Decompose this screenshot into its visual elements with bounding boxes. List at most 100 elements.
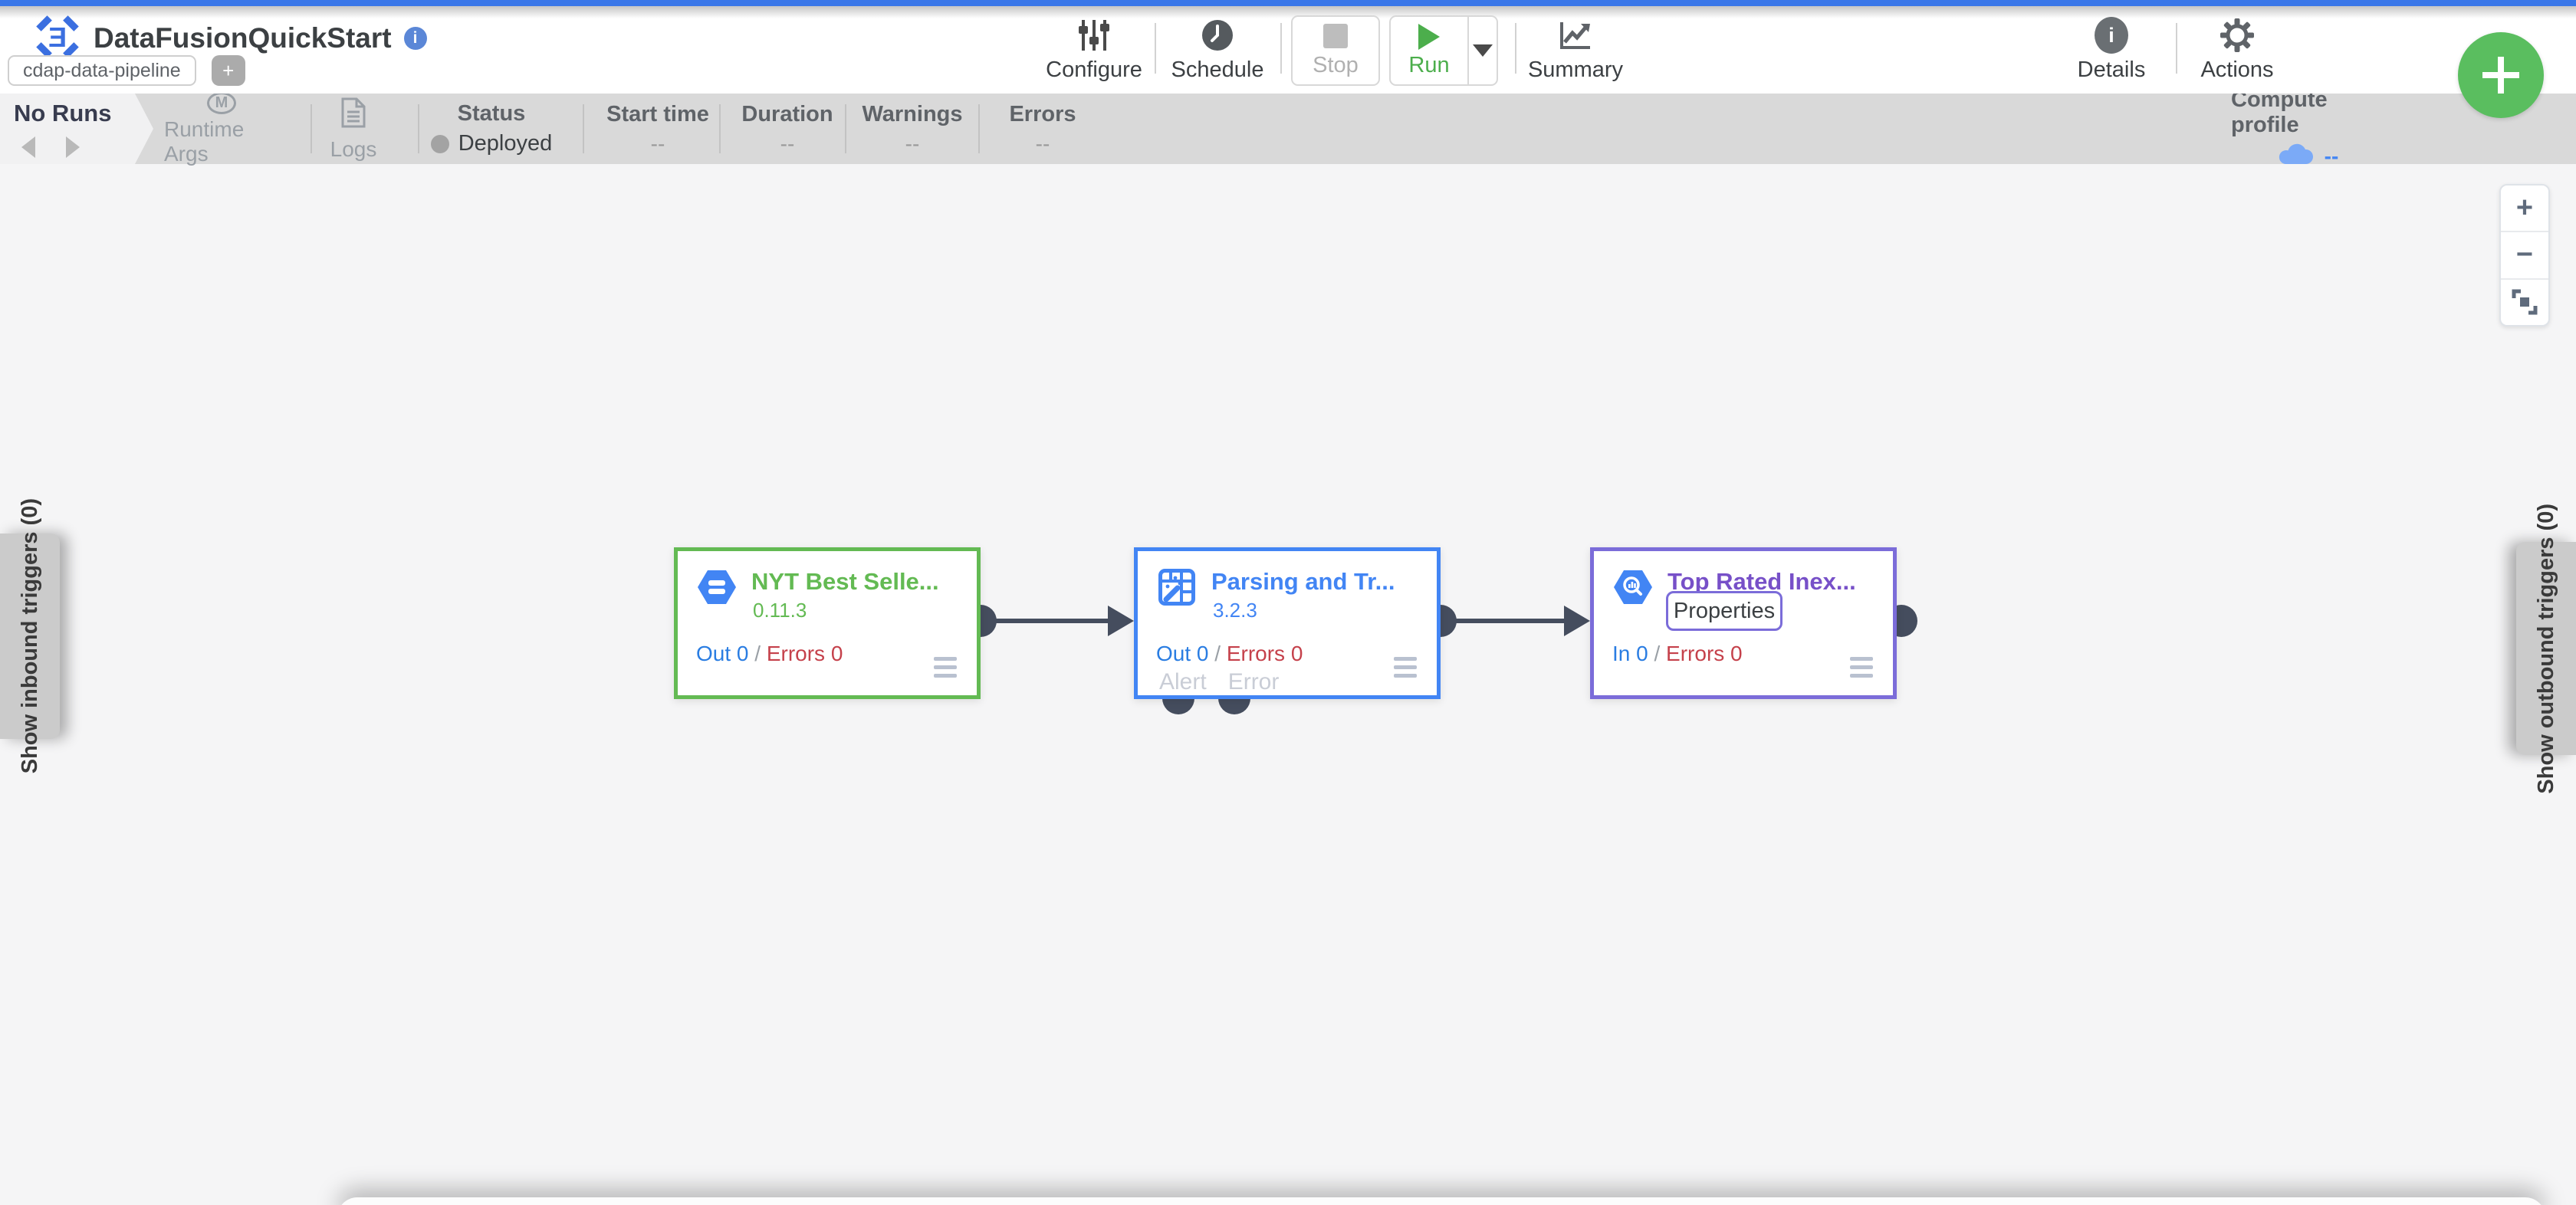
node-title: NYT Best Selle...	[751, 568, 939, 595]
port-labels: Alert Error	[1159, 669, 1279, 695]
node-metrics: Out 0 / Errors 0	[1156, 642, 1303, 665]
run-selector: No Runs	[0, 94, 153, 164]
summary-label: Summary	[1527, 57, 1624, 82]
gear-icon	[2220, 17, 2254, 54]
status-divider	[310, 104, 312, 153]
details-label: Details	[2077, 57, 2146, 82]
warnings-value: --	[905, 131, 920, 156]
add-tag-button[interactable]: +	[211, 55, 245, 86]
alert-port-label: Alert	[1159, 669, 1207, 694]
node-title: Top Rated Inex...	[1668, 568, 1856, 595]
node-transform[interactable]: Parsing and Tr... 3.2.3 Out 0 / Errors 0…	[1134, 547, 1441, 699]
node-title: Parsing and Tr...	[1211, 568, 1395, 595]
compute-profile-field[interactable]: Compute profile --	[2231, 87, 2384, 169]
warnings-label: Warnings	[862, 101, 963, 126]
node-metrics: In 0 / Errors 0	[1612, 642, 1743, 665]
errors-metric[interactable]: Errors 0	[766, 642, 843, 665]
in-metric[interactable]: In 0	[1612, 642, 1648, 665]
configure-label: Configure	[1046, 57, 1142, 82]
toolbar-divider	[2176, 23, 2177, 74]
chevron-down-icon	[1473, 44, 1493, 57]
logs-button[interactable]: Logs	[296, 94, 411, 164]
errors-metric[interactable]: Errors 0	[1226, 642, 1303, 665]
zoom-out-button[interactable]: −	[2501, 231, 2548, 277]
status-value: Deployed	[458, 131, 553, 156]
node-metrics: Out 0 / Errors 0	[696, 642, 843, 665]
status-divider	[418, 104, 419, 153]
toolbar-divider	[1515, 23, 1516, 74]
inbound-triggers-tab[interactable]: Show inbound triggers (0)	[0, 498, 60, 774]
actions-button[interactable]: Actions	[2180, 17, 2295, 83]
run-options-dropdown[interactable]	[1467, 17, 1497, 84]
fit-to-screen-button[interactable]	[2501, 277, 2548, 325]
cdap-logo-icon: Ǝ	[34, 13, 81, 64]
cloud-icon	[2277, 143, 2314, 171]
status-bar: No Runs M Runtime Args Logs Status	[0, 87, 2576, 169]
status-field: Status Deployed	[430, 94, 552, 164]
top-accent-bar	[0, 0, 2576, 6]
duration-value: --	[780, 131, 795, 156]
wrangler-icon	[1158, 568, 1196, 610]
play-icon	[1418, 23, 1440, 50]
duration-field: Duration --	[730, 94, 845, 164]
inbound-triggers-label: Show inbound triggers (0)	[17, 498, 42, 774]
node-menu-icon[interactable]	[1394, 657, 1417, 678]
add-entity-fab[interactable]	[2458, 32, 2544, 118]
runtime-args-button[interactable]: M Runtime Args	[164, 91, 279, 166]
node-source[interactable]: NYT Best Selle... 0.11.3 Out 0 / Errors …	[674, 547, 981, 699]
summary-button[interactable]: Summary	[1518, 17, 1633, 83]
node-menu-icon[interactable]	[934, 657, 957, 678]
bigquery-hexagon-icon	[1614, 568, 1652, 610]
previous-run-icon[interactable]	[21, 136, 35, 158]
status-divider	[978, 104, 980, 153]
outbound-triggers-tab[interactable]: Show outbound triggers (0)	[2516, 504, 2576, 793]
schedule-label: Schedule	[1171, 57, 1264, 82]
run-nav	[21, 136, 80, 158]
zoom-in-button[interactable]: +	[2515, 192, 2534, 225]
pipeline-type-tag: cdap-data-pipeline	[8, 55, 196, 86]
info-icon: i	[2095, 17, 2128, 54]
start-time-value: --	[650, 131, 665, 156]
outbound-triggers-label: Show outbound triggers (0)	[2533, 503, 2558, 794]
logs-label: Logs	[330, 136, 377, 161]
source-hexagon-icon	[698, 568, 736, 610]
compute-profile-label: Compute profile	[2231, 87, 2328, 137]
status-dot-icon	[430, 134, 449, 153]
stop-button[interactable]: Stop	[1291, 15, 1380, 86]
node-menu-icon[interactable]	[1850, 657, 1873, 678]
sliders-icon	[1076, 17, 1112, 54]
duration-label: Duration	[741, 101, 833, 126]
error-port-label: Error	[1227, 669, 1280, 694]
pipeline-info-icon[interactable]: i	[403, 27, 427, 50]
status-divider	[719, 104, 721, 153]
out-metric[interactable]: Out 0	[1156, 642, 1209, 665]
properties-button[interactable]: Properties	[1666, 591, 1783, 631]
next-run-icon[interactable]	[66, 136, 80, 158]
status-divider	[845, 104, 846, 153]
actions-label: Actions	[2200, 57, 2274, 82]
errors-field: Errors --	[985, 94, 1100, 164]
brand: Ǝ DataFusionQuickStart i	[34, 15, 427, 61]
configure-button[interactable]: Configure	[1037, 17, 1152, 83]
details-button[interactable]: i Details	[2054, 17, 2169, 83]
bottom-panel-edge[interactable]	[337, 1197, 2545, 1205]
run-label: Run	[1408, 52, 1450, 77]
edge-transform-to-sink	[1441, 619, 1568, 623]
node-version: 3.2.3	[1213, 599, 1257, 622]
run-button-group: Run	[1389, 15, 1498, 86]
node-sink[interactable]: Top Rated Inex... Properties In 0 / Erro…	[1590, 547, 1897, 699]
pipeline-canvas[interactable]: Show inbound triggers (0) Show outbound …	[0, 164, 2576, 1205]
start-time-field: Start time --	[600, 94, 715, 164]
schedule-button[interactable]: Schedule	[1160, 17, 1275, 83]
out-metric[interactable]: Out 0	[696, 642, 749, 665]
header: Ǝ DataFusionQuickStart i cdap-data-pipel…	[0, 6, 2576, 94]
start-time-label: Start time	[606, 101, 709, 126]
stop-label: Stop	[1313, 52, 1359, 77]
run-button[interactable]: Run	[1391, 17, 1467, 84]
node-version: 0.11.3	[753, 599, 807, 622]
toolbar-divider	[1155, 23, 1156, 74]
chart-icon	[1558, 17, 1593, 54]
status-label: Status	[457, 101, 526, 126]
errors-metric[interactable]: Errors 0	[1666, 642, 1743, 665]
